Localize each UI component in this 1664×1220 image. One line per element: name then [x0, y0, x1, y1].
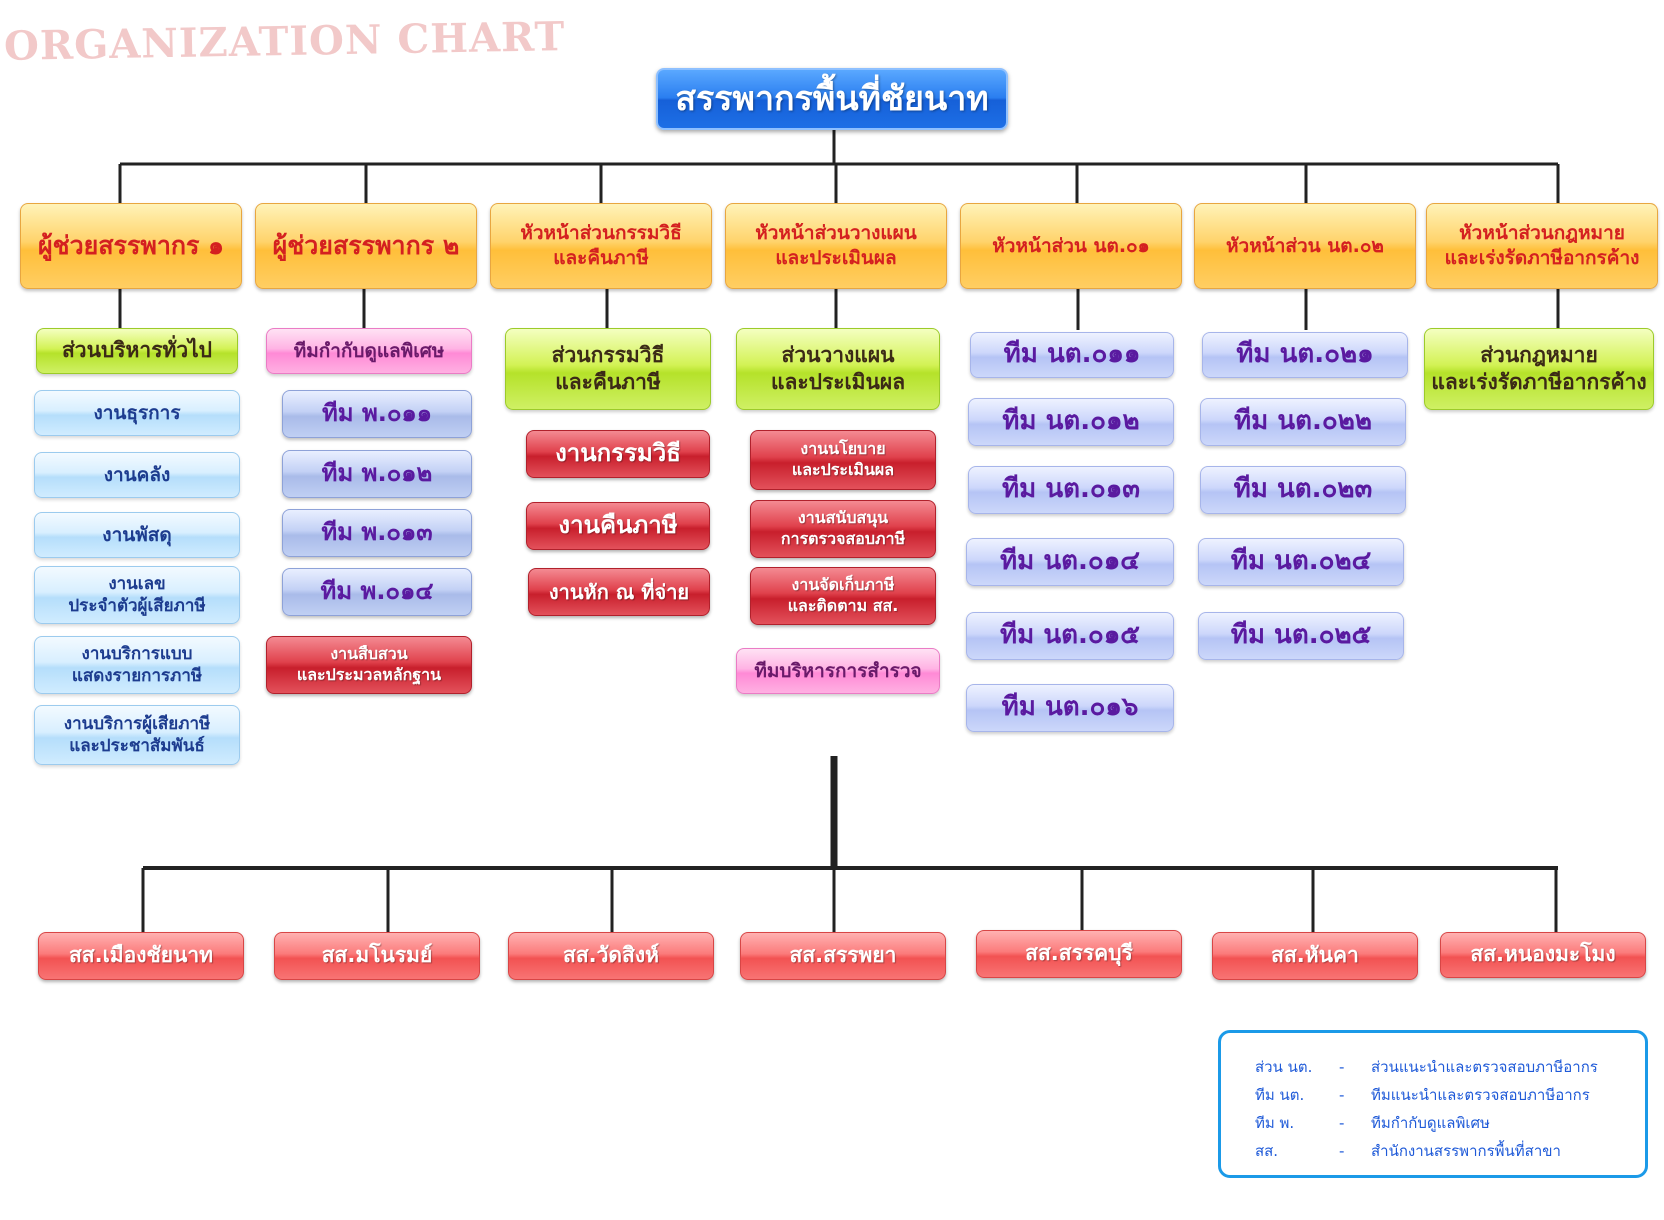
legend-meaning: สำนักงานสรรพากรพื้นที่สาขา — [1371, 1142, 1561, 1160]
sub-node-3: ส่วนกรรมวิธี และคืนภาษี — [505, 328, 711, 410]
legend-row: ทีม พ. - ทีมกำกับดูแลพิเศษ — [1255, 1109, 1645, 1137]
branch-node-1: สส.เมืองชัยนาท — [38, 932, 244, 980]
legend-dash: - — [1339, 1086, 1345, 1104]
head-node-6: หัวหน้าส่วน นต.๐๒ — [1194, 203, 1416, 289]
branch-node-4: สส.สรรพยา — [740, 932, 946, 980]
node-col3-item-1: งานกรรมวิธี — [526, 430, 710, 478]
head-node-1: ผู้ช่วยสรรพากร ๑ — [20, 203, 242, 289]
sub-node-1: ส่วนบริหารทั่วไป — [36, 328, 238, 374]
head-node-3: หัวหน้าส่วนกรรมวิธี และคืนภาษี — [490, 203, 712, 289]
head-node-4: หัวหน้าส่วนวางแผน และประเมินผล — [725, 203, 947, 289]
top-connectors — [118, 128, 1560, 330]
branch-node-5: สส.สรรคบุรี — [976, 930, 1182, 978]
branch-node-6: สส.หันคา — [1212, 932, 1418, 980]
legend-abbr: สส. — [1255, 1142, 1279, 1160]
node-col4-item-3: งานจัดเก็บภาษี และติดตาม สส. — [750, 567, 936, 625]
branch-connectors — [141, 756, 1558, 934]
sub-node-2: ทีมกำกับดูแลพิเศษ — [266, 328, 472, 374]
node-col5-item-4: ทีม นต.๐๑๔ — [966, 538, 1174, 586]
node-col2-item-5: งานสืบสวน และประมวลหลักฐาน — [266, 636, 472, 694]
node-col3-item-3: งานหัก ณ ที่จ่าย — [528, 568, 710, 616]
branch-node-3: สส.วัดสิงห์ — [508, 932, 714, 980]
node-col1-item-3: งานพัสดุ — [34, 512, 240, 558]
legend-dash: - — [1339, 1114, 1345, 1132]
branch-node-2: สส.มโนรมย์ — [274, 932, 480, 980]
node-col1-item-6: งานบริการผู้เสียภาษี และประชาสัมพันธ์ — [34, 705, 240, 765]
sub-node-4: ส่วนวางแผน และประเมินผล — [736, 328, 940, 410]
node-col5-item-3: ทีม นต.๐๑๓ — [968, 466, 1174, 514]
node-col6-item-4: ทีม นต.๐๒๔ — [1198, 538, 1404, 586]
legend-box: ส่วน นต. - ส่วนแนะนำและตรวจสอบภาษีอากร ท… — [1218, 1030, 1648, 1178]
node-col2-item-4: ทีม พ.๐๑๔ — [282, 568, 472, 616]
legend-abbr: ส่วน นต. — [1255, 1058, 1313, 1076]
legend-meaning: ทีมแนะนำและตรวจสอบภาษีอากร — [1371, 1086, 1590, 1104]
legend-meaning: ทีมกำกับดูแลพิเศษ — [1371, 1114, 1490, 1132]
node-col1-item-2: งานคลัง — [34, 452, 240, 498]
legend-row: ส่วน นต. - ส่วนแนะนำและตรวจสอบภาษีอากร — [1255, 1053, 1645, 1081]
legend-abbr: ทีม พ. — [1255, 1114, 1295, 1132]
node-col5-item-5: ทีม นต.๐๑๕ — [966, 612, 1174, 660]
node-col6-item-3: ทีม นต.๐๒๓ — [1200, 466, 1406, 514]
head-node-7: หัวหน้าส่วนกฎหมาย และเร่งรัดภาษีอากรค้าง — [1426, 203, 1658, 289]
legend-dash: - — [1339, 1142, 1345, 1160]
node-col3-item-2: งานคืนภาษี — [526, 502, 710, 550]
node-col1-item-4: งานเลข ประจำตัวผู้เสียภาษี — [34, 566, 240, 624]
legend-meaning: ส่วนแนะนำและตรวจสอบภาษีอากร — [1371, 1058, 1598, 1076]
node-col6-item-1: ทีม นต.๐๒๑ — [1202, 332, 1408, 378]
head-node-5: หัวหน้าส่วน นต.๐๑ — [960, 203, 1182, 289]
legend-dash: - — [1339, 1058, 1345, 1076]
sub-node-7: ส่วนกฎหมาย และเร่งรัดภาษีอากรค้าง — [1424, 328, 1654, 410]
node-col5-item-1: ทีม นต.๐๑๑ — [970, 332, 1174, 378]
legend-abbr: ทีม นต. — [1255, 1086, 1305, 1104]
head-node-2: ผู้ช่วยสรรพากร ๒ — [255, 203, 477, 289]
node-col2-item-2: ทีม พ.๐๑๒ — [282, 450, 472, 498]
node-col4-item-4: ทีมบริหารการสำรวจ — [736, 648, 940, 694]
node-col5-item-6: ทีม นต.๐๑๖ — [966, 684, 1174, 732]
top-node: สรรพากรพื้นที่ชัยนาท — [656, 68, 1008, 130]
node-col5-item-2: ทีม นต.๐๑๒ — [968, 398, 1174, 446]
branch-node-7: สส.หนองมะโมง — [1440, 932, 1646, 978]
legend-row: ทีม นต. - ทีมแนะนำและตรวจสอบภาษีอากร — [1255, 1081, 1645, 1109]
node-col4-item-2: งานสนับสนุน การตรวจสอบภาษี — [750, 500, 936, 558]
node-col4-item-1: งานนโยบาย และประเมินผล — [750, 430, 936, 490]
node-col6-item-2: ทีม นต.๐๒๒ — [1200, 398, 1406, 446]
node-col1-item-1: งานธุรการ — [34, 390, 240, 436]
node-col6-item-5: ทีม นต.๐๒๕ — [1198, 612, 1404, 660]
node-col2-item-1: ทีม พ.๐๑๑ — [282, 390, 472, 438]
node-col2-item-3: ทีม พ.๐๑๓ — [282, 509, 472, 557]
node-col1-item-5: งานบริการแบบ แสดงรายการภาษี — [34, 636, 240, 694]
chart-watermark-title: ORGANIZATION CHART — [3, 13, 566, 70]
legend-row: สส. - สำนักงานสรรพากรพื้นที่สาขา — [1255, 1137, 1645, 1165]
